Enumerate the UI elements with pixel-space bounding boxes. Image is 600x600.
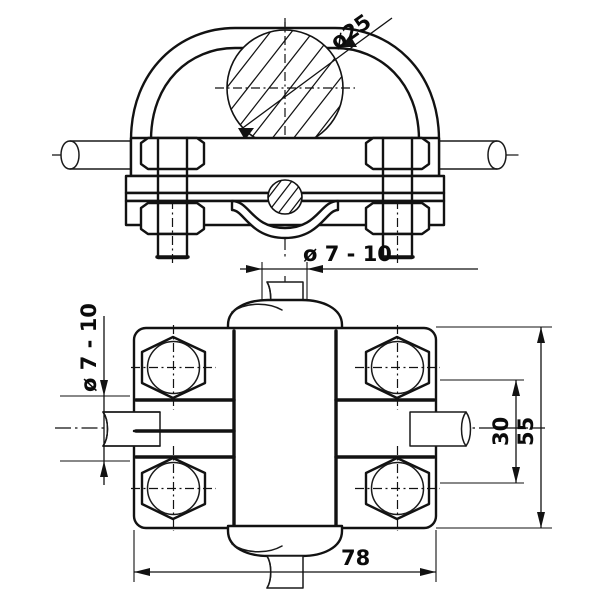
arrowhead-30-upper [512, 380, 520, 396]
rod-section-circle [267, 179, 303, 215]
dimension-width-78: 78 [133, 530, 437, 582]
arrowhead-55-lower [537, 512, 545, 528]
elevation-view: ø25 [52, 9, 520, 266]
plan-view [55, 276, 545, 589]
saddle-top-plan [226, 298, 344, 332]
arrowhead-rod-top-left [246, 265, 262, 273]
arrowhead-rod-left-upper [100, 380, 108, 396]
dimension-label-rod-top: ø 7 - 10 [303, 242, 392, 266]
hex-bolt-bottom-right [355, 446, 440, 531]
dimension-height-55: 55 [436, 326, 552, 529]
arrowhead-55-upper [537, 327, 545, 343]
dimension-label-30: 30 [489, 417, 513, 446]
dimension-label-78: 78 [341, 546, 370, 570]
bolt-lower-left [139, 200, 206, 266]
arrowhead-left [238, 128, 254, 140]
hex-bolt-bottom-left [131, 446, 216, 531]
pipe-left-plan [102, 411, 161, 447]
diameter-leader-line [239, 44, 356, 131]
saddle-bottom-plan [226, 524, 344, 558]
nut-upper-right [364, 136, 431, 171]
bolt-lower-right [364, 200, 431, 266]
arrowhead-right [341, 35, 357, 47]
clamp-band-plan [132, 329, 436, 527]
dimension-label-rod-left: ø 7 - 10 [77, 303, 101, 392]
diameter-leader-extension [354, 17, 393, 46]
hex-bolt-top-right [355, 325, 440, 410]
arrowhead-78-right [420, 568, 436, 576]
arrowhead-78-left [134, 568, 150, 576]
pipe-right-plan [409, 411, 472, 447]
dimension-label-55: 55 [514, 417, 538, 446]
nut-upper-left [139, 136, 206, 171]
dimension-rod-diameter-left: ø 7 - 10 [60, 303, 130, 485]
center-saddle-elevation [230, 179, 340, 240]
dimension-rod-diameter-top: ø 7 - 10 [240, 242, 478, 300]
arrowhead-30-lower [512, 467, 520, 483]
hex-bolt-top-left [131, 325, 216, 410]
dimension-height-30: 30 [440, 379, 524, 484]
arrowhead-rod-top-right [307, 265, 323, 273]
arrowhead-rod-left-lower [100, 461, 108, 477]
